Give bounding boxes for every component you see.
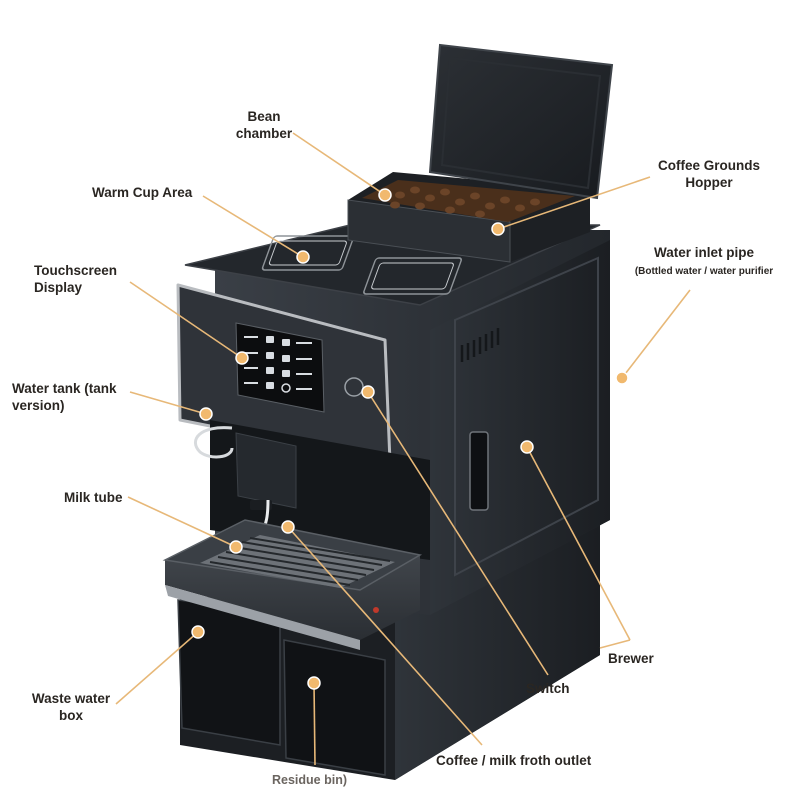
label-coffee-milk-froth-outlet: Coffee / milk froth outlet — [436, 753, 592, 768]
label-bean-chamber: Bean chamber — [230, 108, 298, 142]
callout-dot-waste-water — [191, 625, 205, 639]
callout-dot-residue-bin — [307, 676, 321, 690]
hopper-lid — [428, 43, 614, 200]
control-panel — [176, 283, 392, 464]
label-touchscreen-display: Touchscreen Display — [34, 262, 117, 296]
coffee-milk-froth-outlet — [235, 432, 297, 509]
callout-dot-grounds-hopper — [491, 222, 505, 236]
callout-dot-milk-tube — [229, 540, 243, 554]
callout-dot-brewer — [520, 440, 534, 454]
label-water-inlet-pipe: Water inlet pipe (Bottled water / water … — [618, 244, 790, 279]
callout-dot-bean-chamber — [378, 188, 392, 202]
label-touchscreen-line2: Display — [34, 280, 83, 295]
callout-dot-water-tank — [199, 407, 213, 421]
label-brewer: Brewer — [608, 651, 654, 666]
label-water-tank-line2: version) — [12, 398, 65, 413]
vent-slots — [460, 328, 500, 362]
label-waste-water-line1: Waste water — [31, 691, 111, 706]
label-water-tank-line1: Water tank (tank — [12, 381, 117, 396]
label-waste-water-box: Waste water box — [22, 690, 120, 724]
water-tank-tube — [194, 426, 234, 459]
callout-dot-warm-cup — [296, 250, 310, 264]
power-switch[interactable] — [344, 377, 364, 397]
label-waste-water-line2: box — [58, 708, 83, 723]
label-milk-tube: Milk tube — [64, 490, 123, 505]
label-water-inlet-note: (Bottled water / water purifier — [634, 266, 774, 277]
callout-dots — [191, 188, 629, 690]
label-warm-cup-area: Warm Cup Area — [92, 185, 193, 200]
callout-dot-switch — [361, 385, 375, 399]
leader-lines — [115, 132, 691, 766]
callout-dot-outlet — [281, 520, 295, 534]
label-touchscreen-line1: Touchscreen — [34, 263, 118, 278]
residue-bin — [283, 639, 386, 776]
label-bean-chamber-line1: Bean — [247, 109, 281, 124]
label-coffee-grounds-hopper: Coffee Grounds Hopper — [646, 157, 772, 191]
callout-dot-touchscreen — [235, 351, 249, 365]
label-water-inlet-title: Water inlet pipe — [653, 245, 754, 260]
touchscreen-icons — [244, 336, 312, 393]
label-bean-chamber-line2: chamber — [235, 126, 293, 141]
drip-tray — [162, 519, 423, 650]
coffee-beans — [390, 186, 540, 218]
label-grounds-hopper-line2: Hopper — [685, 175, 733, 190]
label-water-tank: Water tank (tank version) — [12, 380, 117, 414]
label-residue-bin: Residue bin) — [272, 773, 348, 787]
callout-dot-water-inlet — [615, 371, 629, 385]
bean-hopper — [347, 43, 614, 263]
brewer-window — [469, 431, 489, 511]
label-grounds-hopper-line1: Coffee Grounds — [657, 158, 760, 173]
label-switch: Switch — [526, 681, 570, 696]
